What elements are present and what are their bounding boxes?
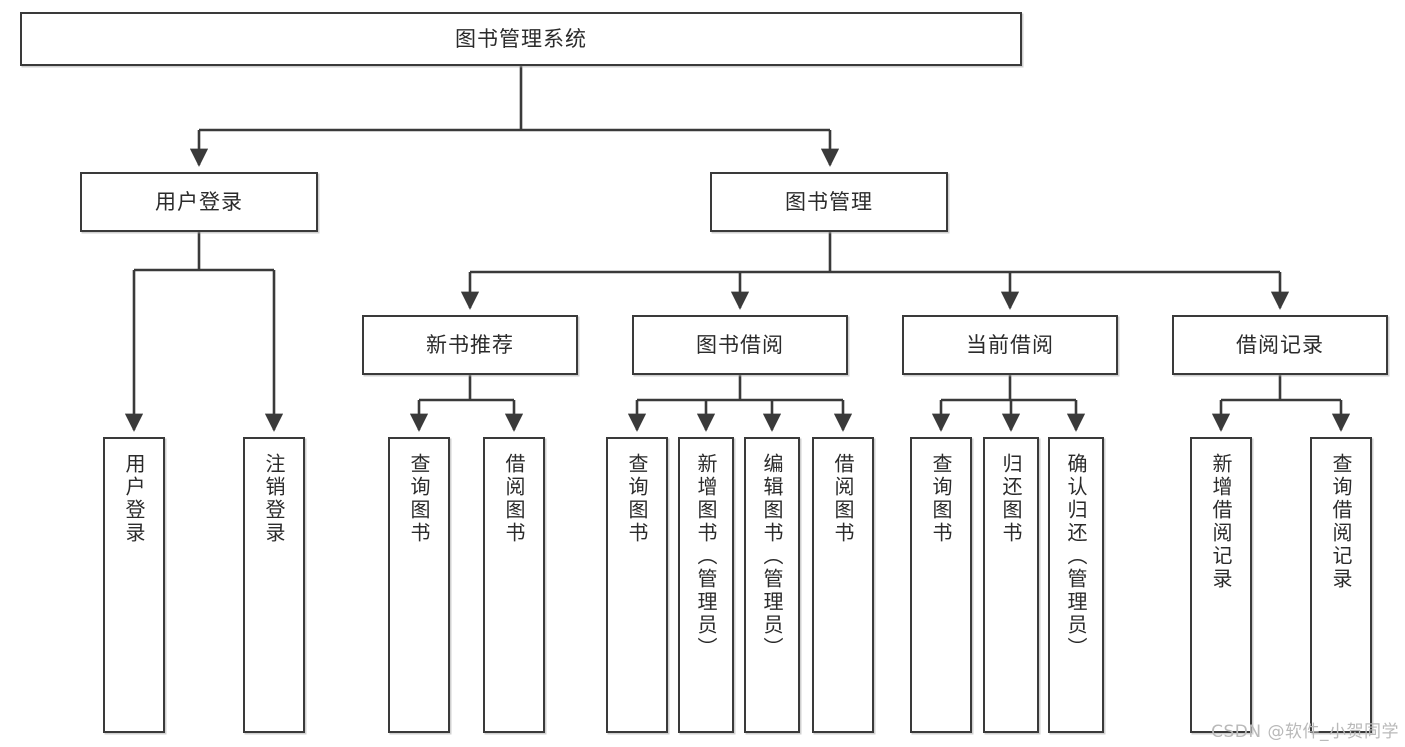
node-leaf-return-book[interactable]: 归还图书	[983, 437, 1039, 733]
node-leaf-return-book-label: 归还图书	[999, 453, 1023, 545]
node-leaf-confirm-return-label: 确认归还（管理员）	[1064, 453, 1088, 660]
node-root-label: 图书管理系统	[455, 26, 587, 51]
node-new-book-recommend[interactable]: 新书推荐	[362, 315, 578, 375]
node-leaf-add-book-label: 新增图书（管理员）	[694, 453, 718, 660]
node-leaf-user-logout[interactable]: 注销登录	[243, 437, 305, 733]
node-user-login[interactable]: 用户登录	[80, 172, 318, 232]
node-leaf-query-book-1[interactable]: 查询图书	[388, 437, 450, 733]
node-root[interactable]: 图书管理系统	[20, 12, 1022, 66]
node-leaf-add-book[interactable]: 新增图书（管理员）	[678, 437, 734, 733]
node-book-borrow-label: 图书借阅	[696, 332, 784, 357]
node-user-login-label: 用户登录	[155, 189, 243, 214]
node-leaf-user-login[interactable]: 用户登录	[103, 437, 165, 733]
node-leaf-confirm-return[interactable]: 确认归还（管理员）	[1048, 437, 1104, 733]
node-current-borrow-label: 当前借阅	[966, 332, 1054, 357]
node-leaf-borrow-book-2[interactable]: 借阅图书	[812, 437, 874, 733]
node-leaf-borrow-book-1[interactable]: 借阅图书	[483, 437, 545, 733]
node-leaf-query-record[interactable]: 查询借阅记录	[1310, 437, 1372, 733]
node-book-borrow[interactable]: 图书借阅	[632, 315, 848, 375]
node-leaf-borrow-book-1-label: 借阅图书	[502, 453, 526, 545]
watermark: CSDN @软件_小贺同学	[1211, 722, 1399, 742]
node-leaf-borrow-book-2-label: 借阅图书	[831, 453, 855, 545]
node-leaf-query-book-1-label: 查询图书	[407, 453, 431, 545]
node-book-manage-label: 图书管理	[785, 189, 873, 214]
node-leaf-user-login-label: 用户登录	[122, 453, 146, 545]
node-leaf-add-record-label: 新增借阅记录	[1209, 453, 1233, 591]
node-leaf-query-record-label: 查询借阅记录	[1329, 453, 1353, 591]
node-leaf-query-book-3[interactable]: 查询图书	[910, 437, 972, 733]
node-leaf-edit-book-label: 编辑图书（管理员）	[760, 453, 784, 660]
node-leaf-add-record[interactable]: 新增借阅记录	[1190, 437, 1252, 733]
node-leaf-query-book-3-label: 查询图书	[929, 453, 953, 545]
node-book-manage[interactable]: 图书管理	[710, 172, 948, 232]
node-current-borrow[interactable]: 当前借阅	[902, 315, 1118, 375]
node-new-book-recommend-label: 新书推荐	[426, 332, 514, 357]
node-leaf-edit-book[interactable]: 编辑图书（管理员）	[744, 437, 800, 733]
node-leaf-user-logout-label: 注销登录	[262, 453, 286, 545]
node-borrow-record[interactable]: 借阅记录	[1172, 315, 1388, 375]
node-borrow-record-label: 借阅记录	[1236, 332, 1324, 357]
node-leaf-query-book-2-label: 查询图书	[625, 453, 649, 545]
node-leaf-query-book-2[interactable]: 查询图书	[606, 437, 668, 733]
